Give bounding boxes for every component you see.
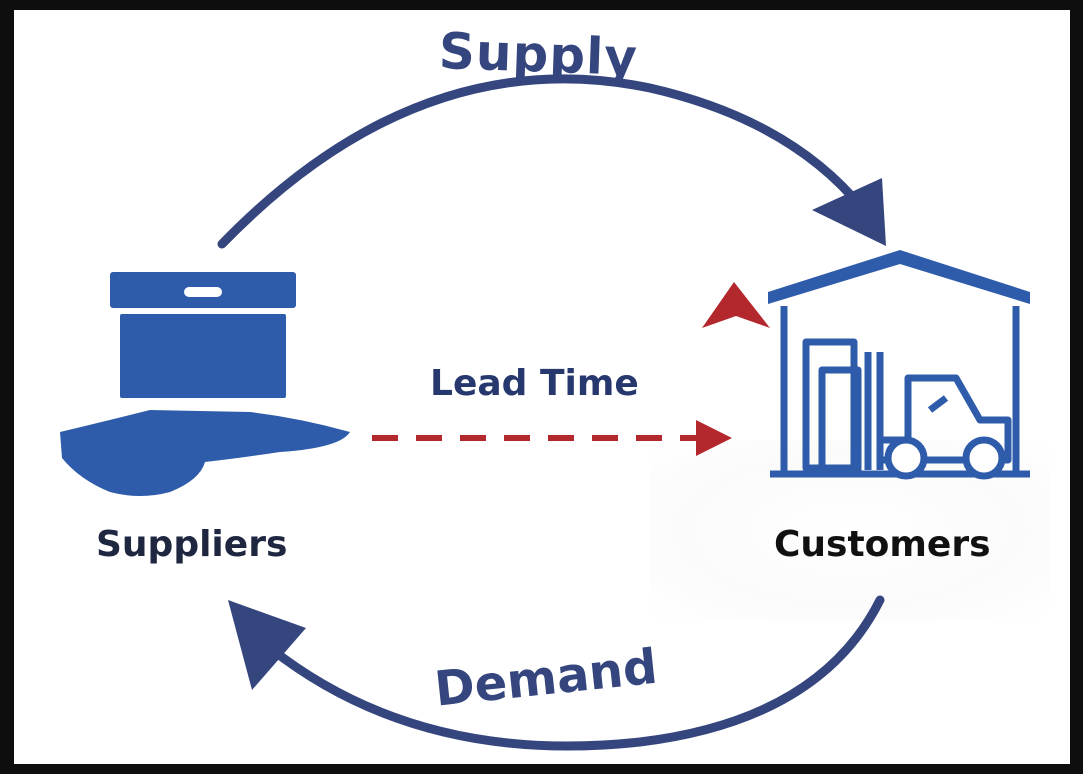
red-chevron-icon	[702, 282, 770, 328]
customers-label: Customers	[774, 524, 991, 565]
warehouse-forklift-icon	[768, 250, 1030, 480]
demand-arrow	[265, 595, 885, 751]
lead-time-label: Lead Time	[430, 363, 639, 404]
demand-arrowhead	[228, 600, 306, 690]
hand-holding-box-icon	[60, 272, 350, 496]
lead-time-arrowhead	[696, 420, 732, 456]
supply-arrowhead	[812, 178, 886, 246]
suppliers-label: Suppliers	[96, 524, 288, 565]
supply-label: Supply	[437, 22, 639, 87]
supply-arrow	[217, 74, 867, 249]
